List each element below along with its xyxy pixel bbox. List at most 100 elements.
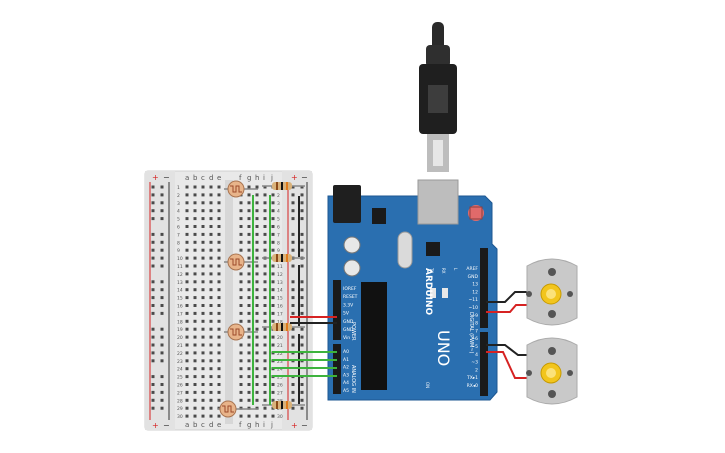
rail-hole[interactable]	[151, 383, 155, 386]
breadboard-hole[interactable]	[193, 217, 197, 221]
breadboard-hole[interactable]	[255, 414, 259, 418]
breadboard-hole[interactable]	[193, 296, 197, 300]
breadboard-hole[interactable]	[201, 390, 205, 394]
breadboard-hole[interactable]	[217, 201, 221, 205]
breadboard-hole[interactable]	[209, 390, 213, 394]
breadboard-hole[interactable]	[217, 319, 221, 323]
rail-hole[interactable]	[160, 248, 164, 252]
breadboard-hole[interactable]	[247, 383, 251, 386]
arduino-wires[interactable]	[272, 291, 527, 379]
breadboard-hole[interactable]	[193, 280, 197, 284]
breadboard-hole[interactable]	[271, 319, 275, 323]
breadboard-hole[interactable]	[217, 232, 221, 236]
breadboard-hole[interactable]	[217, 264, 221, 268]
breadboard-hole[interactable]	[217, 406, 221, 410]
breadboard-hole[interactable]	[217, 414, 221, 418]
breadboard-hole[interactable]	[217, 256, 221, 260]
breadboard-hole[interactable]	[247, 280, 251, 284]
breadboard-hole[interactable]	[209, 193, 213, 197]
rail-hole[interactable]	[151, 343, 155, 347]
breadboard-hole[interactable]	[201, 335, 205, 339]
rail-hole[interactable]	[160, 327, 164, 331]
breadboard-hole[interactable]	[263, 264, 267, 268]
rail-hole[interactable]	[151, 209, 155, 213]
breadboard-hole[interactable]	[201, 225, 205, 228]
breadboard-hole[interactable]	[247, 398, 251, 402]
rail-hole[interactable]	[160, 256, 164, 260]
breadboard-hole[interactable]	[193, 335, 197, 339]
breadboard-hole[interactable]	[201, 256, 205, 260]
breadboard-hole[interactable]	[271, 311, 275, 315]
breadboard-hole[interactable]	[263, 406, 267, 410]
breadboard-hole[interactable]	[239, 319, 243, 323]
rail-hole[interactable]	[160, 193, 164, 197]
breadboard-hole[interactable]	[263, 383, 267, 386]
breadboard-hole[interactable]	[185, 193, 189, 197]
breadboard-hole[interactable]	[263, 217, 267, 221]
breadboard-hole[interactable]	[209, 256, 213, 260]
breadboard-hole[interactable]	[271, 343, 275, 347]
rail-hole[interactable]	[300, 232, 304, 236]
breadboard-hole[interactable]	[209, 248, 213, 252]
breadboard-hole[interactable]	[217, 185, 221, 189]
breadboard-hole[interactable]	[217, 217, 221, 221]
breadboard-hole[interactable]	[185, 280, 189, 284]
breadboard-hole[interactable]	[185, 319, 189, 323]
rail-hole[interactable]	[291, 209, 295, 213]
rail-hole[interactable]	[291, 248, 295, 252]
breadboard-hole[interactable]	[193, 272, 197, 276]
breadboard-hole[interactable]	[247, 359, 251, 363]
rail-hole[interactable]	[160, 232, 164, 236]
rail-hole[interactable]	[300, 185, 304, 189]
breadboard-hole[interactable]	[209, 264, 213, 268]
breadboard-hole[interactable]	[239, 201, 243, 205]
rail-hole[interactable]	[160, 280, 164, 284]
rail-hole[interactable]	[160, 264, 164, 268]
breadboard-hole[interactable]	[271, 304, 275, 307]
breadboard-hole[interactable]	[217, 248, 221, 252]
breadboard-hole[interactable]	[239, 351, 243, 355]
breadboard-hole[interactable]	[201, 296, 205, 300]
breadboard-hole[interactable]	[201, 343, 205, 347]
breadboard-hole[interactable]	[247, 248, 251, 252]
dc-motor-icon[interactable]	[526, 337, 578, 405]
breadboard-hole[interactable]	[209, 343, 213, 347]
breadboard-hole[interactable]	[201, 264, 205, 268]
breadboard-hole[interactable]	[239, 406, 243, 410]
breadboard-hole[interactable]	[255, 201, 259, 205]
breadboard-hole[interactable]	[185, 383, 189, 386]
breadboard-hole[interactable]	[193, 185, 197, 189]
breadboard-hole[interactable]	[239, 240, 243, 244]
breadboard-hole[interactable]	[217, 240, 221, 244]
breadboard-hole[interactable]	[263, 209, 267, 213]
breadboard-hole[interactable]	[185, 248, 189, 252]
breadboard-hole[interactable]	[255, 406, 259, 410]
breadboard-hole[interactable]	[185, 359, 189, 363]
rail-hole[interactable]	[151, 232, 155, 236]
breadboard-hole[interactable]	[263, 351, 267, 355]
dc-motor-icon[interactable]	[526, 258, 578, 326]
breadboard-hole[interactable]	[209, 335, 213, 339]
rail-hole[interactable]	[160, 311, 164, 315]
breadboard-hole[interactable]	[247, 351, 251, 355]
breadboard-hole[interactable]	[209, 201, 213, 205]
breadboard-holes[interactable]	[151, 185, 304, 418]
breadboard-hole[interactable]	[263, 359, 267, 363]
breadboard-hole[interactable]	[247, 296, 251, 300]
rail-hole[interactable]	[291, 240, 295, 244]
breadboard-hole[interactable]	[263, 398, 267, 402]
breadboard-hole[interactable]	[185, 288, 189, 292]
breadboard-hole[interactable]	[193, 201, 197, 205]
breadboard-hole[interactable]	[263, 193, 267, 197]
breadboard-hole[interactable]	[193, 414, 197, 418]
breadboard-hole[interactable]	[209, 225, 213, 228]
breadboard-hole[interactable]	[255, 367, 259, 371]
breadboard-hole[interactable]	[201, 248, 205, 252]
breadboard-hole[interactable]	[185, 201, 189, 205]
breadboard-hole[interactable]	[247, 311, 251, 315]
breadboard-hole[interactable]	[217, 304, 221, 307]
breadboard-hole[interactable]	[185, 367, 189, 371]
rail-hole[interactable]	[300, 343, 304, 347]
